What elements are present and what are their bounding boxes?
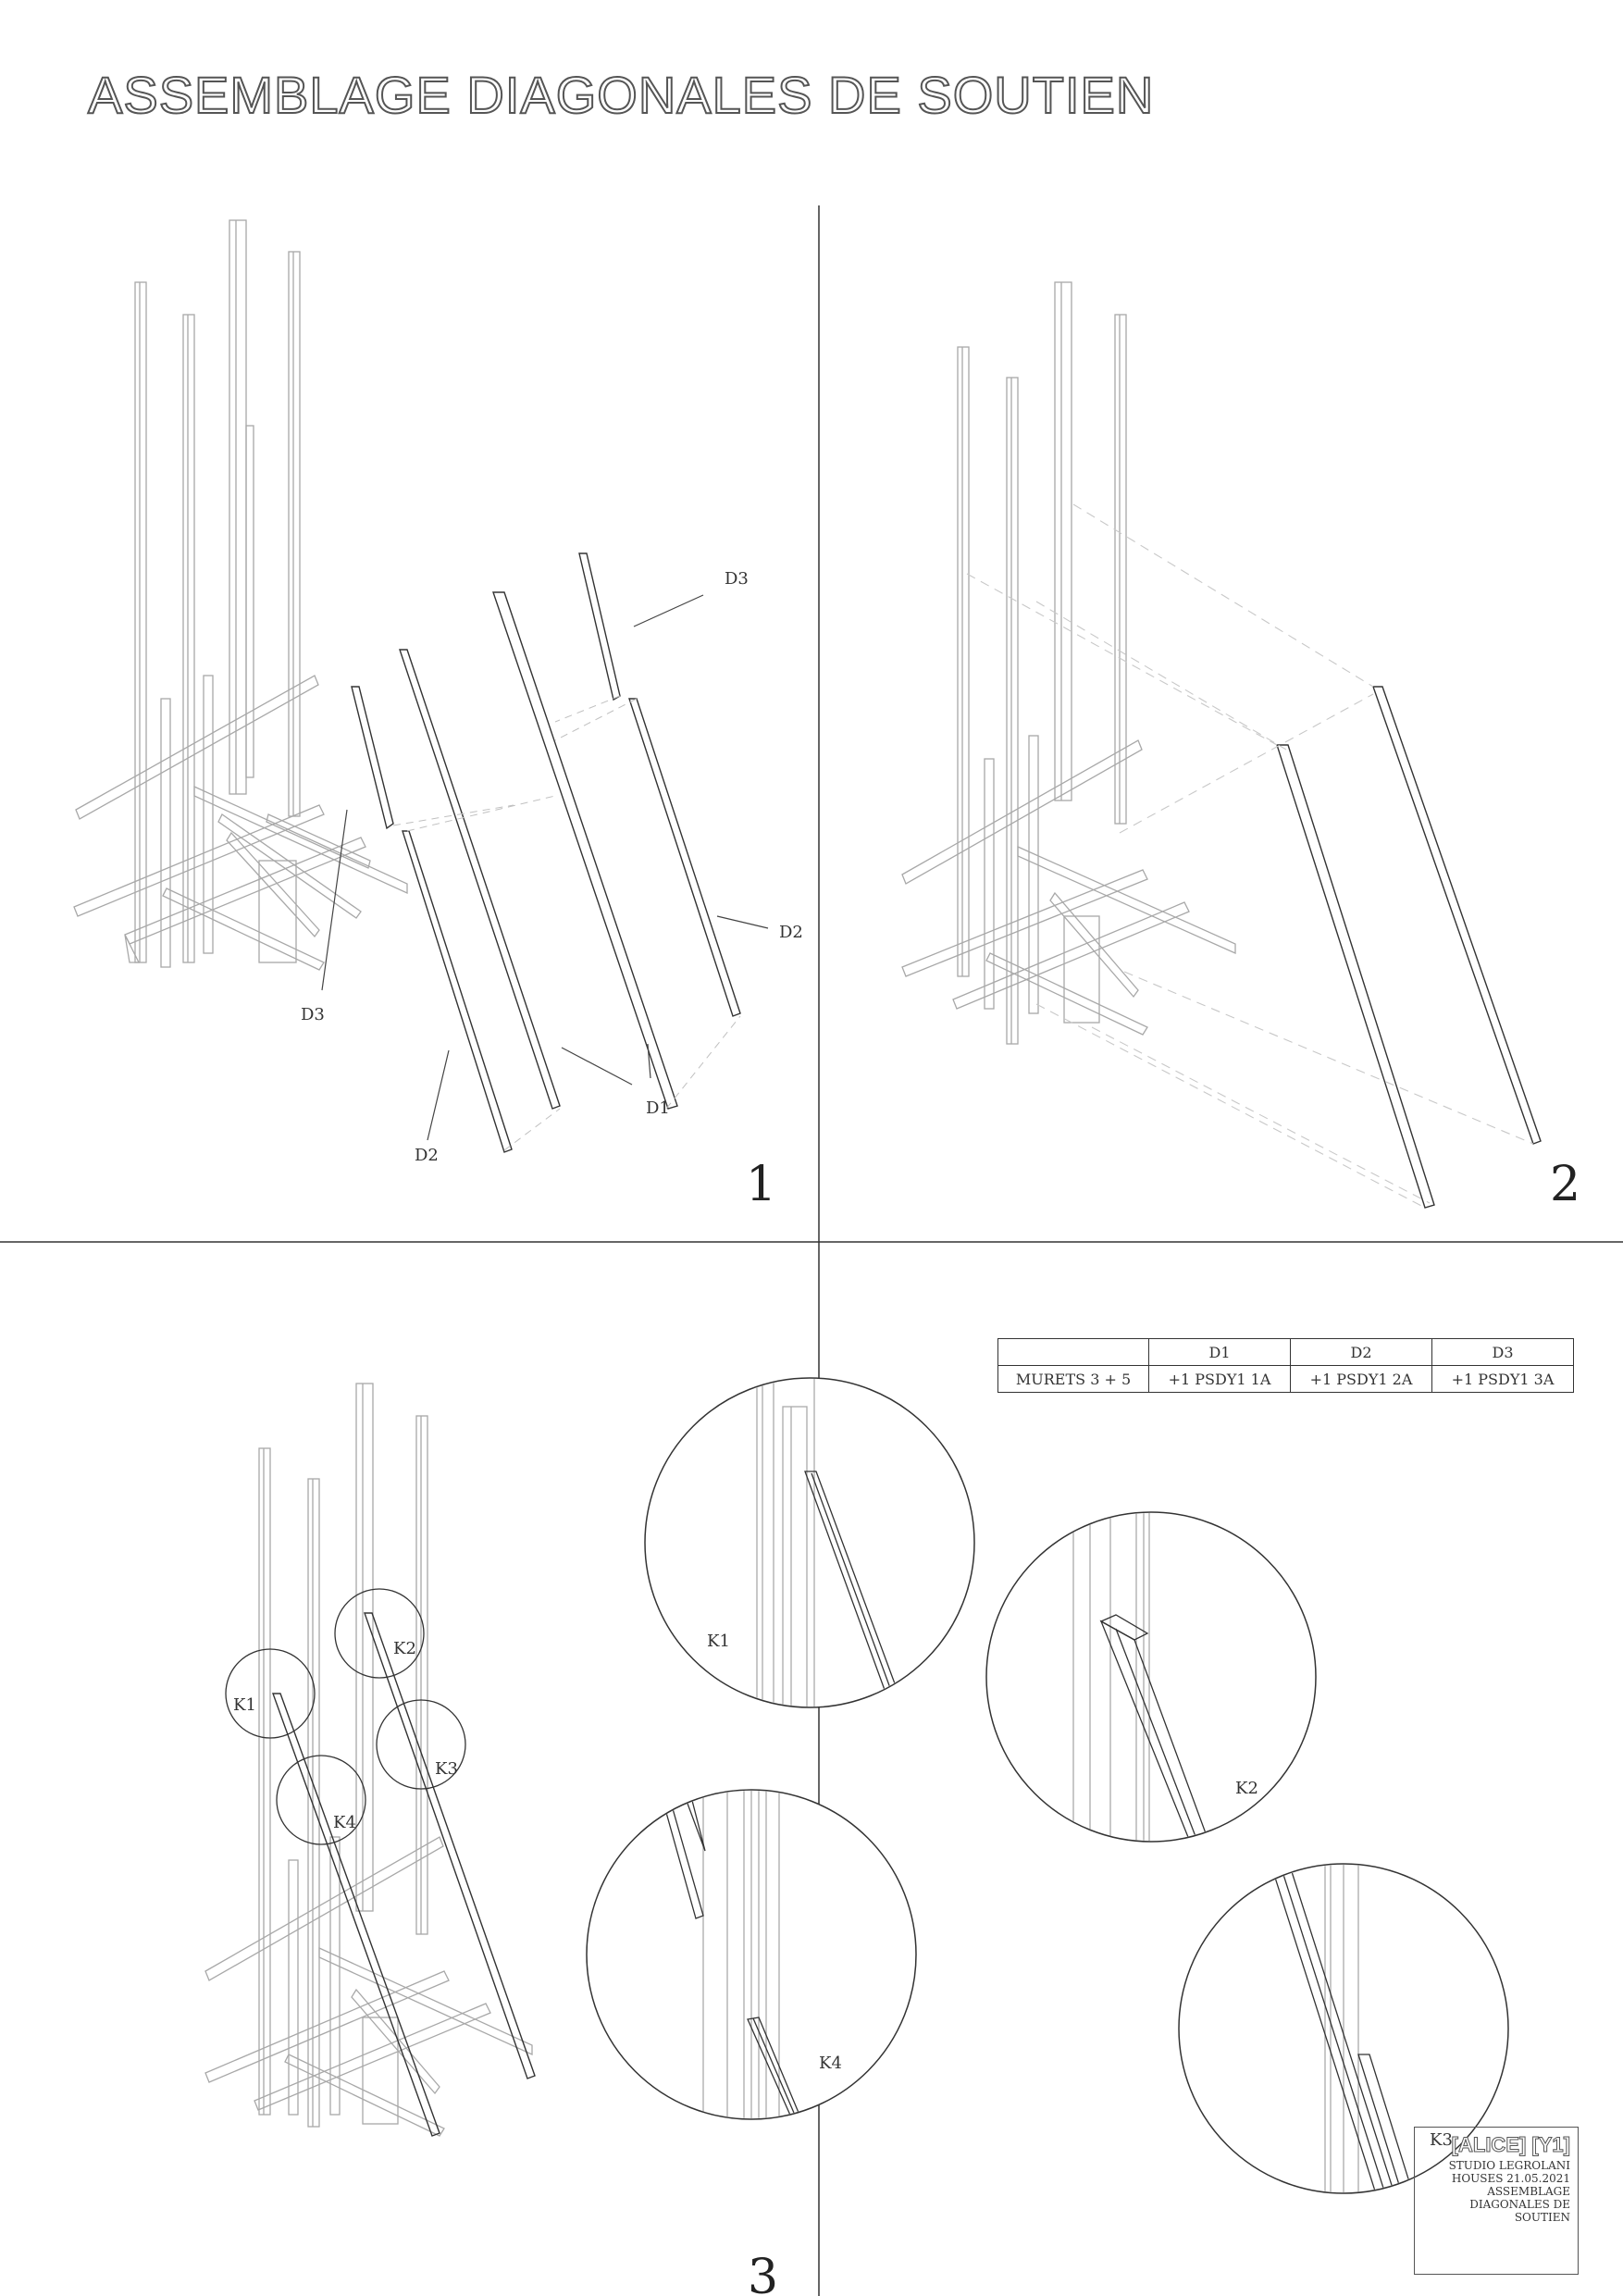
detail-k2: K2 — [985, 1511, 1317, 1843]
table-cell: +1 PSDY1 2A — [1290, 1365, 1432, 1393]
callout-circle-k1 — [225, 1648, 316, 1739]
table-header-cell: D3 — [1431, 1338, 1574, 1366]
callout-k1: K1 — [233, 1695, 256, 1715]
title-block-line: HOUSES 21.05.2021 — [1451, 2172, 1570, 2185]
step-number-1: 1 — [746, 1157, 776, 1212]
detail-label-k1: K1 — [707, 1632, 730, 1651]
callout-circle-k3 — [376, 1699, 466, 1790]
structure-beams — [901, 739, 1236, 1036]
table-header-cell: D1 — [1148, 1338, 1291, 1366]
panel-3-assembled-view: K1 K2 K3 K4 3 — [204, 1383, 778, 2296]
callout-d3-left: D3 — [301, 1005, 325, 1024]
detail-callout-circles — [225, 1588, 466, 1845]
structure-columns — [258, 1383, 428, 2128]
detail-k3: K3 — [1178, 1863, 1509, 2194]
callout-circle-k2 — [334, 1588, 425, 1679]
detail-k1: K1 — [644, 1377, 975, 1708]
callout-k3: K3 — [435, 1759, 458, 1779]
callout-d1: D1 — [646, 1098, 670, 1118]
page-title: ASSEMBLAGE DIAGONALES DE SOUTIEN — [87, 65, 1155, 125]
table-header-cell: D2 — [1290, 1338, 1432, 1366]
title-block: [ALICE] [Y1] STUDIO LEGROLANI HOUSES 21.… — [1414, 2127, 1579, 2275]
table-cell: +1 PSDY1 3A — [1431, 1365, 1574, 1393]
panel-2-positioning-view: 2 — [901, 281, 1580, 1212]
structure-beams — [73, 675, 408, 971]
reference-table: D1 D2 D3 MURETS 3 + 5 +1 PSDY1 1A +1 PSD… — [997, 1338, 1574, 1393]
diagonal-members — [351, 552, 741, 1153]
table-row: MURETS 3 + 5 +1 PSDY1 1A +1 PSDY1 2A +1 … — [997, 1365, 1574, 1393]
title-block-project: [ALICE] [Y1] — [1451, 2133, 1570, 2157]
title-block-line: STUDIO LEGROLANI — [1448, 2159, 1570, 2172]
title-block-line: ASSEMBLAGE — [1487, 2185, 1570, 2198]
table-cell: +1 PSDY1 1A — [1148, 1365, 1291, 1393]
callout-d2-left: D2 — [415, 1146, 439, 1165]
callout-d3-top: D3 — [725, 569, 749, 589]
step-number-3: 3 — [748, 2250, 778, 2296]
callout-d2-right: D2 — [779, 923, 803, 942]
callout-circle-k4 — [276, 1755, 366, 1845]
dashed-guides — [966, 503, 1534, 1209]
detail-k4: K4 — [586, 1789, 917, 2120]
detail-label-k3: K3 — [1430, 2130, 1453, 2150]
detail-label-k2: K2 — [1235, 1779, 1258, 1798]
table-header-cell — [997, 1338, 1149, 1366]
structure-columns — [134, 219, 301, 968]
table-cell: MURETS 3 + 5 — [997, 1365, 1149, 1393]
diagonal-members — [272, 1612, 536, 2137]
structure-beams — [204, 1836, 533, 2137]
callout-leaders — [321, 594, 769, 1141]
callout-k4: K4 — [333, 1813, 356, 1832]
table-header-row: D1 D2 D3 — [997, 1338, 1574, 1366]
title-block-line: DIAGONALES DE SOUTIEN — [1469, 2198, 1570, 2224]
dashed-guides — [392, 695, 741, 1151]
step-number-2: 2 — [1550, 1157, 1580, 1212]
structure-columns — [957, 281, 1127, 1045]
callout-k2: K2 — [393, 1639, 416, 1658]
detail-label-k4: K4 — [819, 2054, 842, 2073]
diagonal-members — [1276, 686, 1542, 1209]
panel-1-exploded-view: D3 D3 D2 D2 D1 1 — [73, 219, 803, 1212]
